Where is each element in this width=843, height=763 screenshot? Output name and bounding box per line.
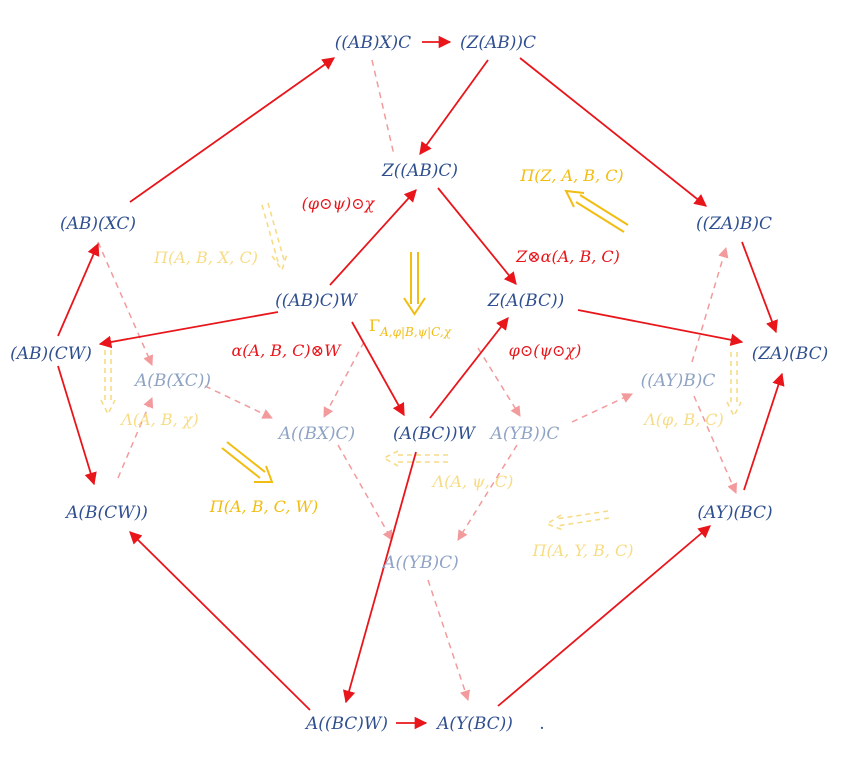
two-cell-gamma: [403, 252, 426, 316]
faded-two-cell-labels: Π(A, B, X, C) Λ(A, B, χ) Λ(φ, B, C) Λ(A,…: [119, 248, 723, 560]
solid-two-cells: [221, 189, 629, 483]
two-cell-labels: Π(Z, A, B, C) ΓA,φ|B,ψ|C,χ Π(A, B, C, W): [209, 166, 624, 516]
arrow-zabc-zabc: [577, 309, 744, 347]
arrow-abcw-bxc: [323, 341, 365, 418]
node-a-b-cw: A(B(CW)): [64, 503, 148, 523]
arrow-abcw-cw: [98, 311, 279, 349]
node-za-bc: (ZA)(BC): [752, 344, 828, 364]
label-alpha-w: α(A, B, C)⊗W: [231, 341, 342, 360]
arrow-labels: (φ⊙ψ)⊙χ Z⊗α(A, B, C) α(A, B, C)⊗W φ⊙(ψ⊙χ…: [231, 194, 619, 360]
node-ab-cw: (AB)(CW): [10, 344, 92, 364]
arrow-abxc-topleft: [129, 57, 336, 203]
period: .: [539, 714, 544, 734]
label-lambda-apsic: Λ(A, ψ, C): [431, 472, 514, 491]
arrow-alpha-w: [351, 321, 405, 417]
node-ay-bc: (AY)(BC): [697, 503, 772, 523]
arrow-bcw-bxc: [117, 397, 154, 479]
label-pi-aybc: Π(A, Y, B, C): [531, 541, 633, 560]
arrow-bottomright: [497, 525, 711, 707]
two-cell-pi-zabc: [564, 189, 629, 233]
two-cell-lambda-abchi: [100, 350, 116, 416]
arrow-cw-abxc: [57, 242, 100, 337]
arrow-abxc-abxc: [97, 241, 154, 366]
node-abx-c: ((AB)X)C: [335, 33, 411, 53]
arrow-z-alpha: [437, 187, 517, 285]
arrow-bxc-bxc: [204, 385, 273, 419]
label-phi-psi-chi2: φ⊙(ψ⊙χ): [509, 341, 582, 360]
nodes: ((AB)X)C (Z(AB))C Z((AB)C) (AB)(XC) ((ZA…: [10, 33, 828, 734]
label-gamma: ΓA,φ|B,ψ|C,χ: [369, 316, 452, 339]
label-phi-psi-chi: (φ⊙ψ)⊙χ: [302, 194, 376, 213]
arrow-zabc-right: [519, 57, 707, 207]
node-a-bx-c: A((BX)C): [277, 424, 355, 444]
arrow-phi-psi-chi: [329, 189, 417, 286]
label-pi-zabc: Π(Z, A, B, C): [519, 166, 623, 185]
label-pi-abcw: Π(A, B, C, W): [209, 497, 318, 516]
label-lambda-abchi: Λ(A, B, χ): [119, 410, 198, 429]
arrow-ybc-aybc: [571, 393, 633, 423]
arrow-zabc-ring: [741, 241, 778, 334]
node-z-ab-c-inner: Z((AB)C): [381, 161, 458, 181]
arrow-zabc-ybc: [477, 347, 521, 417]
arrow-abxc-zabc-line: [371, 59, 395, 156]
node-z-a-bc: Z(A(BC)): [487, 291, 564, 311]
node-za-b-c: ((ZA)B)C: [696, 214, 772, 234]
arrow-aybc-aybc2: [693, 395, 738, 494]
solid-arrows: [57, 35, 785, 730]
label-pi-abxc: Π(A, B, X, C): [153, 248, 258, 267]
node-ay-b-c: ((AY)B)C: [641, 371, 716, 391]
faded-arrows: [97, 59, 738, 701]
arrow-phi-psi-chi2: [429, 317, 509, 419]
arrow-bottomleft: [129, 531, 311, 711]
two-cell-lambda-apsic: [382, 450, 448, 467]
faded-nodes: A(B(XC)) ((AY)B)C A((BX)C) A(YB))C A((YB…: [133, 371, 715, 573]
label-z-alpha: Z⊗α(A, B, C): [515, 247, 620, 266]
node-a-yb-c2: A((YB)C): [381, 553, 459, 573]
two-cell-lambda-phibc: [726, 352, 742, 418]
node-a-y-bc: A(Y(BC)): [435, 714, 513, 734]
node-a-bc-w: (A(BC))W: [393, 424, 477, 444]
two-cell-pi-aybc: [545, 510, 610, 531]
arrow-bcw-bottom: [342, 451, 417, 704]
node-a-bc-w2: A((BC)W): [304, 714, 388, 734]
arrow-bxc-ybc: [337, 444, 393, 541]
label-lambda-phibc: Λ(φ, B, C): [642, 410, 724, 429]
label-gamma-symbol: Γ: [369, 316, 380, 335]
node-a-b-xc: A(B(XC)): [133, 371, 211, 391]
node-ab-xc: (AB)(XC): [60, 214, 136, 234]
node-ab-c-w: ((AB)C)W: [275, 291, 358, 311]
faded-two-cells: [100, 202, 742, 531]
node-a-yb-c: A(YB))C: [489, 424, 560, 444]
arrow-cw-bcw: [57, 365, 97, 486]
arrow-aybc-zabc: [691, 246, 729, 363]
arrow-zabc-down: [419, 59, 489, 156]
two-cell-pi-abxc: [261, 202, 288, 272]
label-gamma-subscript: A,φ|B,ψ|C,χ: [379, 325, 452, 339]
two-cell-pi-abcw: [221, 441, 274, 483]
arrow-ybc-aybc3: [427, 579, 470, 701]
arrow-aybc-zabc2: [743, 372, 785, 491]
node-z-ab-c: (Z(AB))C: [460, 33, 536, 53]
arrow-ybc-ybc2: [457, 444, 518, 541]
